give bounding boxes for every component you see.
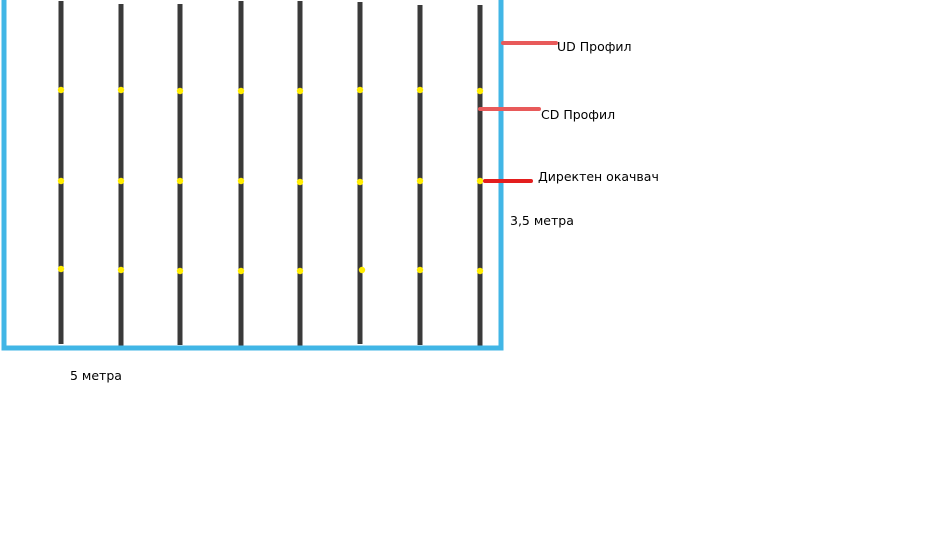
direct-hanger-dot <box>57 265 65 273</box>
direct-hanger-dot <box>476 87 484 95</box>
direct-hanger-dot <box>476 177 484 185</box>
direct-hanger-dot <box>358 266 366 274</box>
ud-frame-outline <box>1 0 504 351</box>
direct-hanger-dot <box>237 87 245 95</box>
direct-hanger-dot <box>57 177 65 185</box>
direct-hanger-dot <box>416 177 424 185</box>
direct-hanger-dot <box>296 267 304 275</box>
direct-hanger-dot <box>176 177 184 185</box>
cd-profiles-group <box>58 1 483 348</box>
direct-hanger-dot <box>416 86 424 94</box>
direct-hanger-dot <box>416 266 424 274</box>
direct-hanger-dot <box>117 86 125 94</box>
height-dimension-label: 3,5 метра <box>510 213 574 228</box>
direct-hangers-group <box>57 86 484 275</box>
direct-hanger-dot <box>356 86 364 94</box>
direct-hanger-dot <box>237 177 245 185</box>
direct-hanger-dot <box>57 86 65 94</box>
direct-hanger-dot <box>117 266 125 274</box>
direct-hanger-dot <box>296 87 304 95</box>
direct-hanger-dot <box>117 177 125 185</box>
direct-hanger-dot <box>476 267 484 275</box>
direct-hanger-dot <box>356 178 364 186</box>
width-dimension-label: 5 метра <box>70 368 122 383</box>
direct-hanger-dot <box>176 267 184 275</box>
direct-hanger-dot <box>296 178 304 186</box>
direct-hanger-label: Директен окачвач <box>538 169 659 184</box>
direct-hanger-dot <box>176 87 184 95</box>
ud-profile-label: UD Профил <box>557 39 632 54</box>
direct-hanger-dot <box>237 267 245 275</box>
cd-profile-label: CD Профил <box>541 107 616 122</box>
